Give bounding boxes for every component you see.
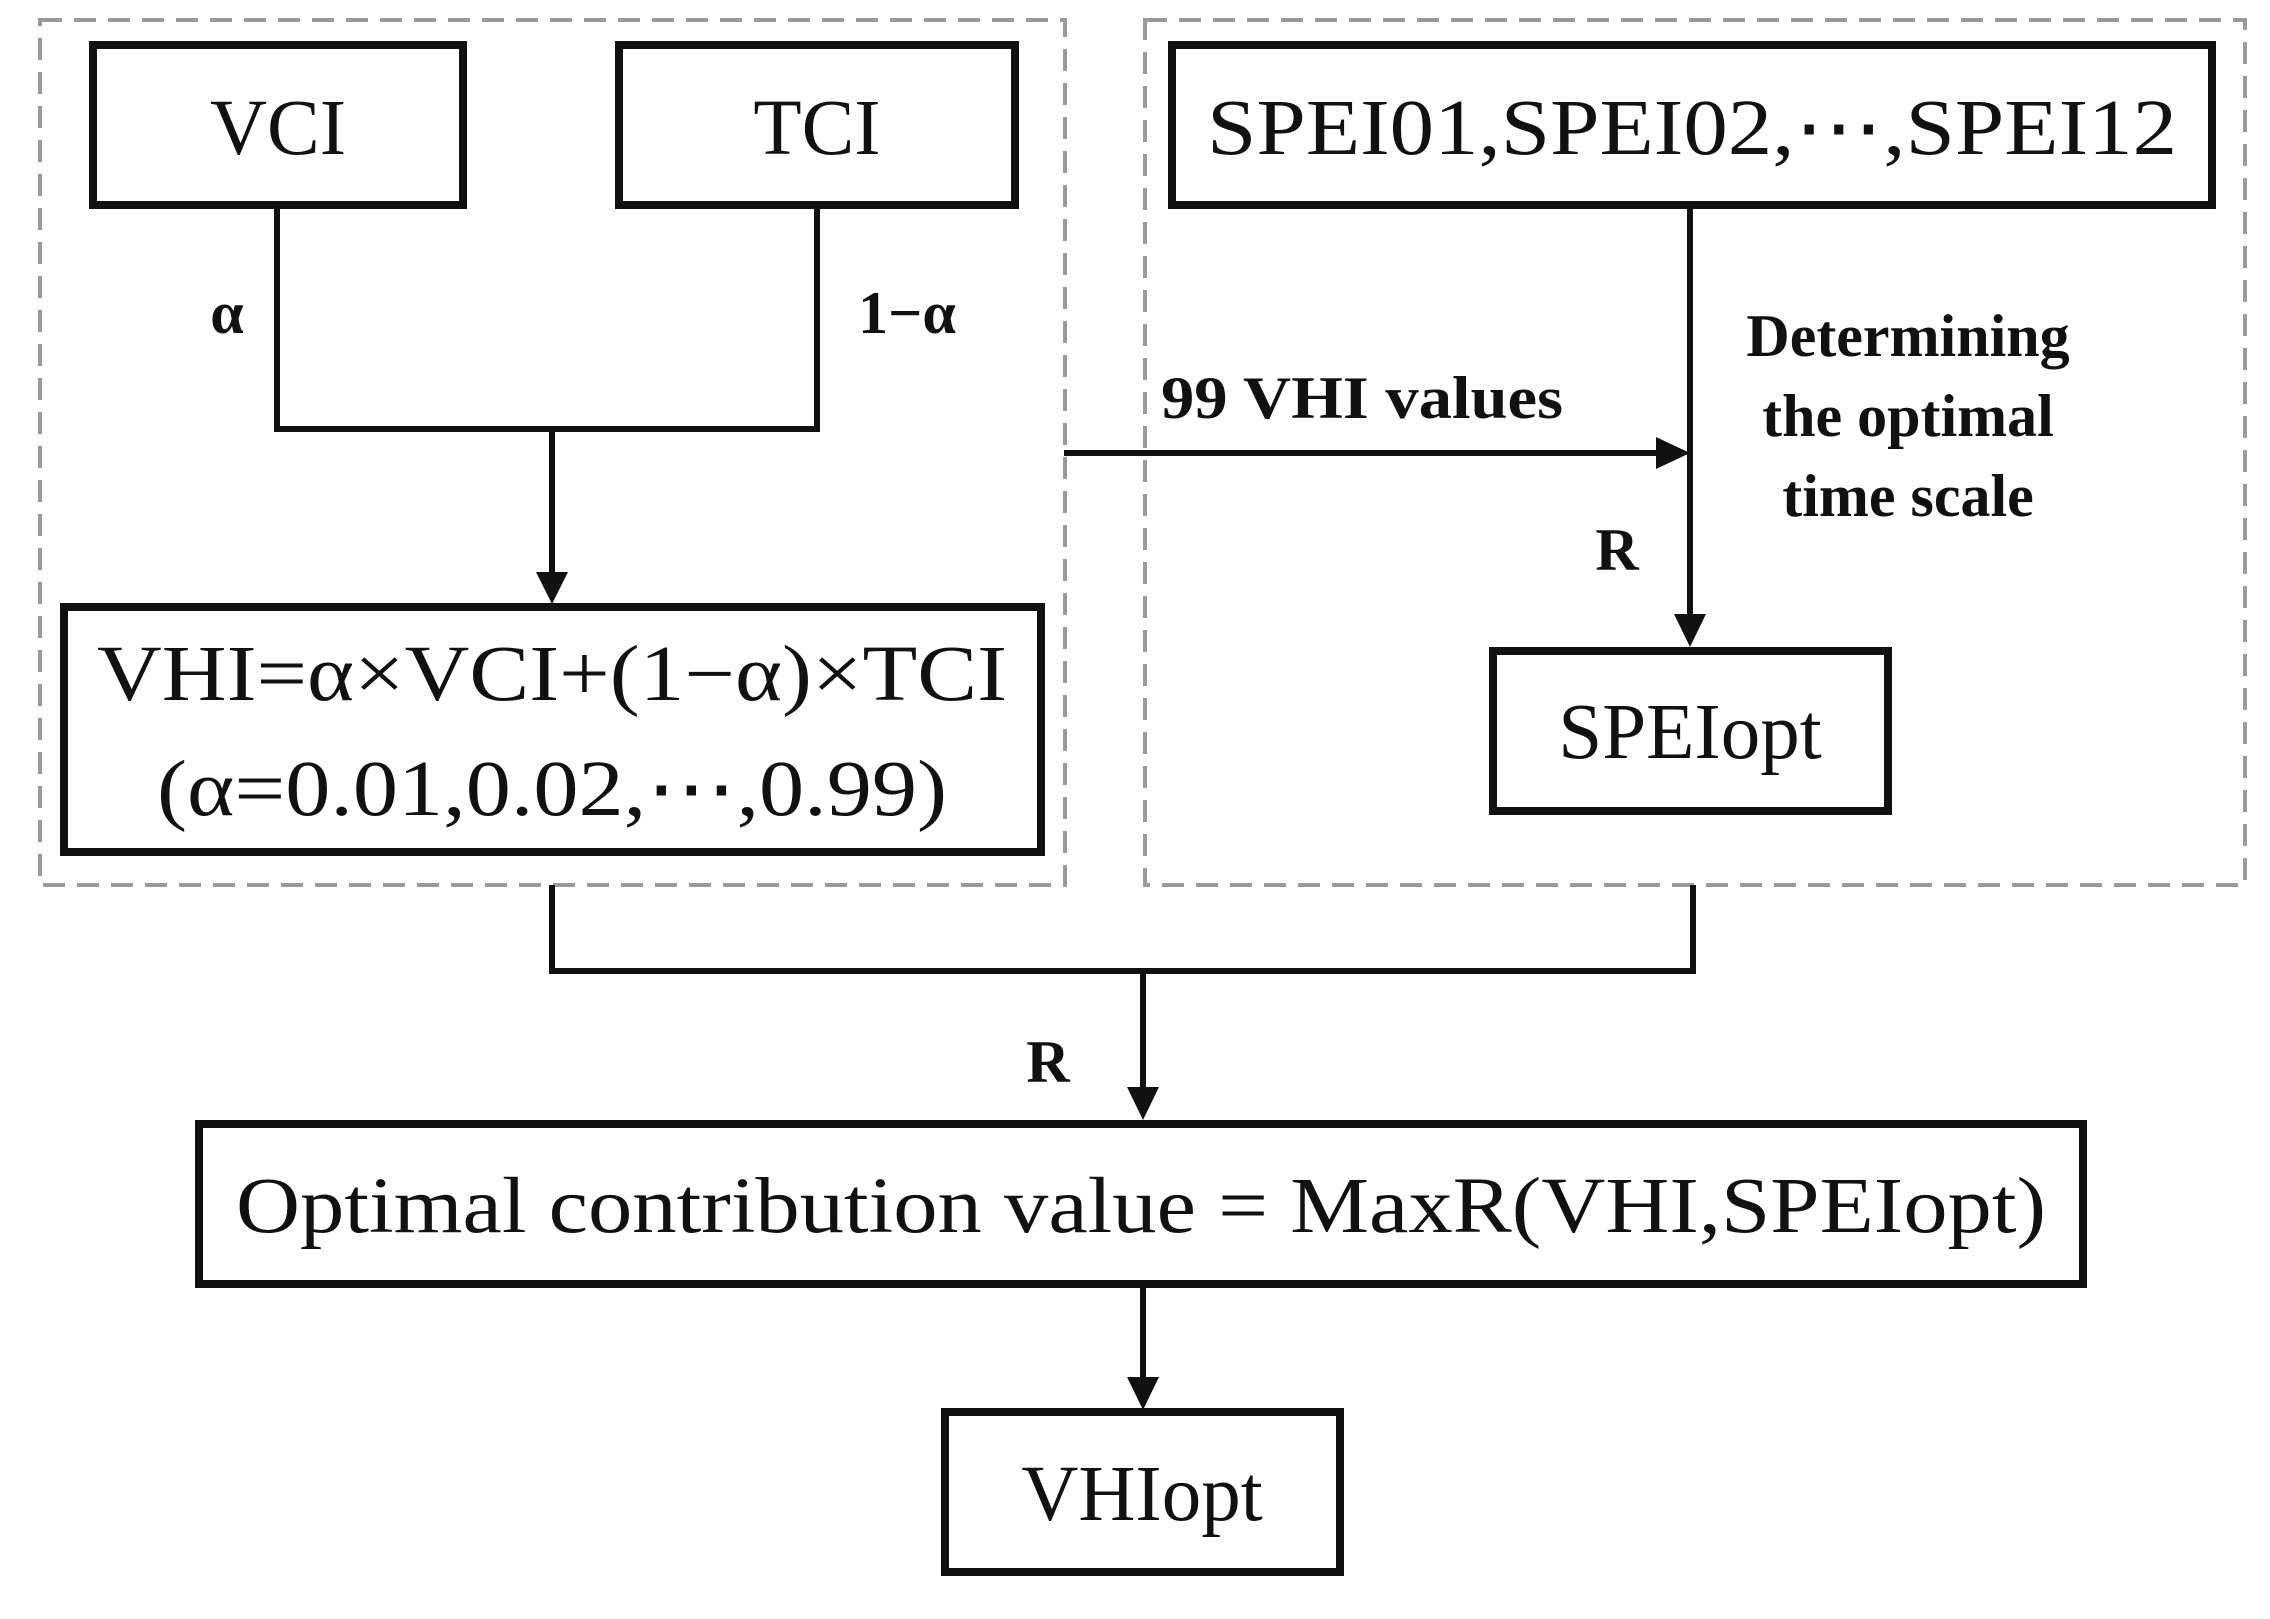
vhi-formula-line2: (α=0.01,0.02,⋯,0.99) [157, 746, 947, 833]
vhi-opt-box: VHIopt [941, 1408, 1344, 1576]
spei-opt-label: SPEIopt [1558, 689, 1821, 776]
left-group-frame [38, 18, 1067, 887]
vci-label: VCI [210, 85, 346, 172]
tci-label: TCI [753, 85, 880, 172]
spei-opt-box: SPEIopt [1489, 647, 1892, 815]
merge-to-optimal-arrowhead [1127, 1087, 1159, 1120]
vhi-formula-box: VHI=α×VCI+(1−α)×TCI (α=0.01,0.02,⋯,0.99) [60, 603, 1045, 856]
one-minus-alpha-weight-label: 1−α [858, 280, 956, 346]
vhi-formula-line1: VHI=α×VCI+(1−α)×TCI [97, 631, 1007, 718]
determining-label-line2: the optimal [1762, 383, 2054, 449]
optimal-contribution-box: Optimal contribution value = MaxR(VHI,SP… [195, 1120, 2087, 1288]
alpha-weight-label: α [210, 280, 244, 346]
optimal-contribution-label: Optimal contribution value = MaxR(VHI,SP… [236, 1163, 2046, 1250]
r-spei-label: R [1595, 517, 1639, 583]
spei-series-label: SPEI01,SPEI02,⋯,SPEI12 [1207, 85, 2177, 172]
right-group-frame [1143, 18, 2247, 887]
merge-to-vhi-arrowhead [536, 572, 568, 604]
vci-box: VCI [89, 41, 467, 209]
tci-box: TCI [615, 41, 1019, 209]
r-final-label: R [1026, 1029, 1070, 1095]
vhi-opt-label: VHIopt [1021, 1451, 1262, 1538]
spei-series-box: SPEI01,SPEI02,⋯,SPEI12 [1168, 41, 2216, 209]
optimal-to-vhiopt-arrowhead [1127, 1377, 1159, 1410]
determining-label-line1: Determining [1746, 303, 2069, 369]
spei-opt-arrowhead [1674, 614, 1706, 647]
vhi-values-label: 99 VHI values [1161, 365, 1563, 431]
determining-label-line3: time scale [1782, 463, 2034, 529]
vhi-values-arrowhead [1656, 437, 1690, 469]
